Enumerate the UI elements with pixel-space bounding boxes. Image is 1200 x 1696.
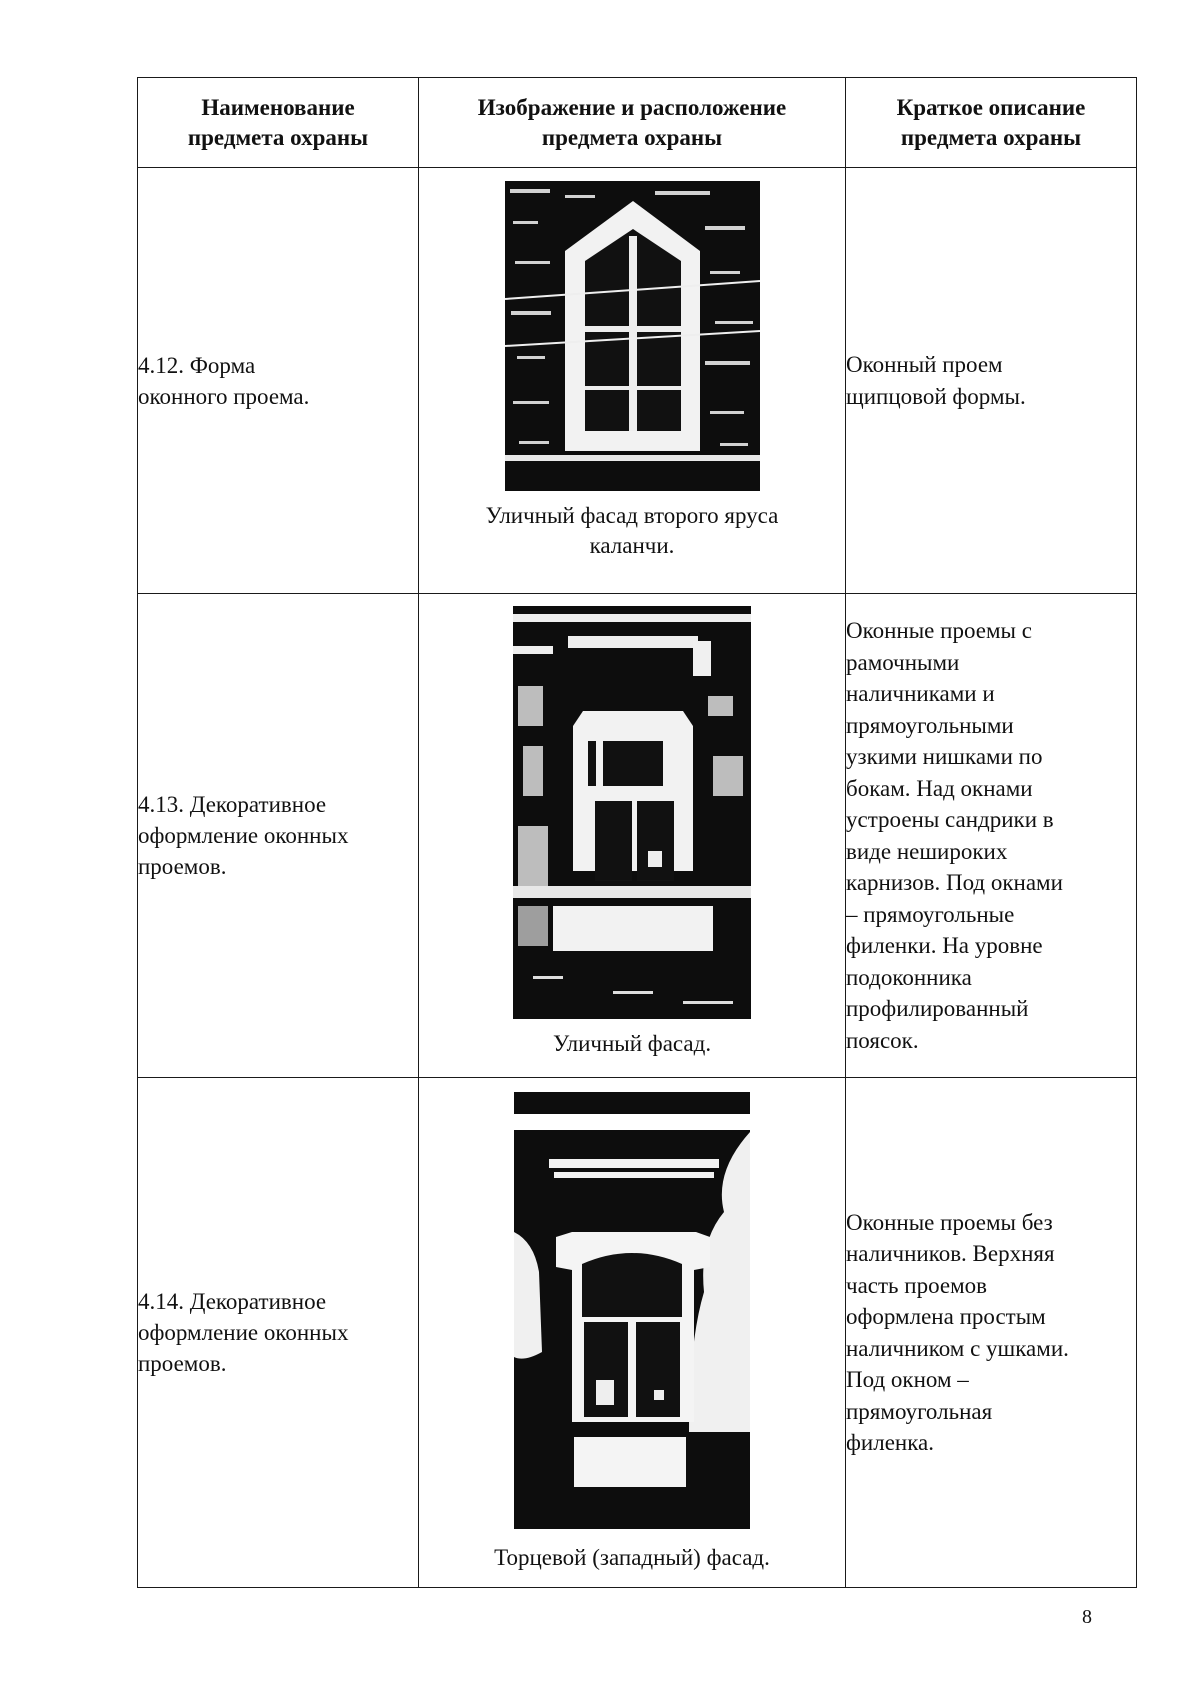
header-name: Наименование предмета охраны — [137, 77, 419, 168]
window-photo — [504, 181, 760, 491]
description-line: узкими нишками по — [846, 744, 1043, 769]
description-line: часть проемов — [846, 1272, 987, 1298]
description-line: устроены сандрики в — [846, 807, 1054, 832]
description-line: рамочными — [846, 649, 960, 675]
photo-caption: Торцевой (западный) фасад. — [419, 1543, 845, 1573]
description-line: подоконника — [846, 964, 972, 990]
caption-line: Уличный фасад второго яруса — [485, 503, 779, 528]
row-image-cell: Уличный фасад второго яруса каланчи. — [418, 167, 846, 594]
description-line: поясок. — [846, 1027, 919, 1053]
window-photo — [513, 606, 751, 1019]
row-name-line: оконного проема. — [138, 383, 310, 409]
header-image-line: предмета охраны — [541, 124, 723, 150]
row-name-line: проемов. — [138, 854, 227, 879]
description-line: наличников. Верхняя — [846, 1241, 1055, 1266]
row-name-cell: 4.13. Декоративное оформление оконных пр… — [137, 593, 419, 1078]
description-line: филенки. На уровне — [846, 933, 1043, 958]
description-line: Оконные проемы без — [846, 1209, 1053, 1235]
header-image: Изображение и расположение предмета охра… — [418, 77, 846, 168]
caption-line: каланчи. — [589, 533, 675, 558]
description-line: бокам. Над окнами — [846, 775, 1033, 801]
row-name-cell: 4.12. Форма оконного проема. — [137, 167, 419, 594]
protection-subjects-table: Наименование предмета охраны Изображение… — [137, 77, 1137, 1588]
description-line: наличниками и — [846, 681, 995, 706]
framed-window-photo-icon — [513, 606, 751, 1019]
description-line: профилированный — [846, 996, 1029, 1021]
table-row: 4.14. Декоративное оформление оконных пр… — [137, 1077, 1137, 1588]
page-number: 8 — [1082, 1606, 1092, 1628]
description-line: – прямоугольные — [846, 901, 1015, 927]
description-line: Под окном – — [846, 1367, 969, 1392]
row-name-line: проемов. — [138, 1351, 227, 1376]
caption-line: Торцевой (западный) фасад. — [494, 1545, 770, 1570]
header-description-line: предмета охраны — [900, 124, 1082, 150]
description-line: наличником с ушками. — [846, 1335, 1069, 1361]
table-header-row: Наименование предмета охраны Изображение… — [137, 77, 1137, 168]
row-name-line: 4.14. Декоративное — [138, 1289, 327, 1314]
gable-window-photo-icon — [504, 181, 760, 491]
description-line: оформлена простым — [846, 1304, 1046, 1329]
header-description-line: Краткое описание — [896, 94, 1086, 120]
description-line: филенка. — [846, 1430, 934, 1455]
row-name-line: 4.13. Декоративное — [138, 792, 327, 817]
row-image-cell: Уличный фасад. — [418, 593, 846, 1078]
description-line: карнизов. Под окнами — [846, 870, 1063, 895]
photo-caption: Уличный фасад. — [419, 1029, 845, 1059]
header-name-line: предмета охраны — [187, 124, 369, 150]
row-description-cell: Оконные проемы с рамочными наличниками и… — [845, 593, 1137, 1078]
row-name-line: оформление оконных — [138, 1320, 349, 1345]
description-line: Оконные проемы с — [846, 618, 1032, 643]
eared-window-photo-icon — [514, 1092, 750, 1529]
row-name-line: оформление оконных — [138, 823, 349, 848]
header-name-line: Наименование — [201, 94, 355, 120]
table-row: 4.12. Форма оконного проема. — [137, 167, 1137, 594]
description-line: Оконный проем — [846, 352, 1003, 377]
header-image-line: Изображение и расположение — [477, 94, 787, 120]
caption-line: Уличный фасад. — [552, 1031, 712, 1056]
description-line: виде нешироких — [846, 838, 1008, 864]
row-name-line: 4.12. Форма — [138, 352, 256, 378]
row-description-cell: Оконный проем щипцовой формы. — [845, 167, 1137, 594]
photo-caption: Уличный фасад второго яруса каланчи. — [419, 501, 845, 561]
header-description: Краткое описание предмета охраны — [845, 77, 1137, 168]
description-line: щипцовой формы. — [846, 383, 1026, 409]
row-name-cell: 4.14. Декоративное оформление оконных пр… — [137, 1077, 419, 1588]
window-photo — [514, 1092, 750, 1529]
row-description-cell: Оконные проемы без наличников. Верхняя ч… — [845, 1077, 1137, 1588]
table-row: 4.13. Декоративное оформление оконных пр… — [137, 593, 1137, 1078]
description-line: прямоугольными — [846, 712, 1014, 738]
row-image-cell: Торцевой (западный) фасад. — [418, 1077, 846, 1588]
description-line: прямоугольная — [846, 1398, 993, 1424]
